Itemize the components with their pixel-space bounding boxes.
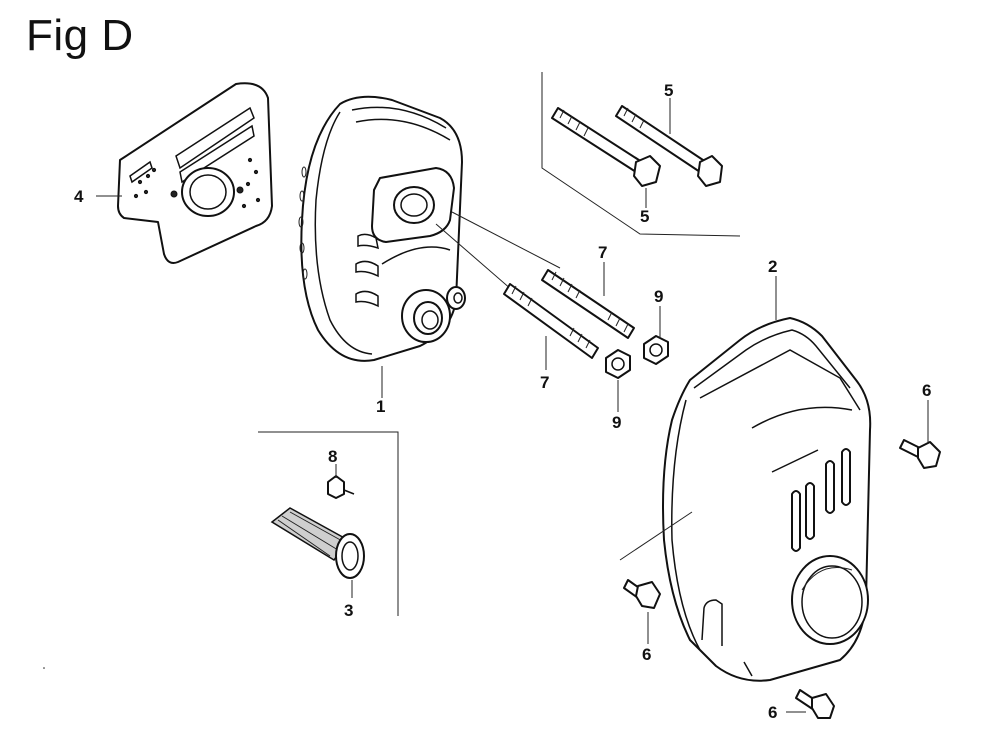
flange-bolt-top-b[interactable] [615,105,723,187]
flange-bolt-bottom[interactable] [795,689,835,719]
tapping-screw[interactable] [327,475,355,499]
figure-title: Fig D [26,11,134,60]
callout-3: 3 [344,601,353,620]
callout-2: 2 [768,257,777,276]
heat-shield-plate[interactable] [117,82,273,264]
flange-nut-lower[interactable] [605,349,631,379]
callout-6-c: 6 [768,703,777,722]
stud-bolt-lower[interactable] [503,283,599,359]
callout-7-a: 7 [598,243,607,262]
flange-bolt-right[interactable] [899,439,941,469]
flange-bolt-top-a[interactable] [551,107,661,187]
callout-6-b: 6 [642,645,651,664]
flange-nut-upper[interactable] [643,335,669,365]
spark-arrester[interactable] [270,507,365,579]
muffler[interactable] [298,95,466,362]
callout-9-a: 9 [654,287,663,306]
flange-bolt-left[interactable] [623,579,661,609]
callout-7-b: 7 [540,373,549,392]
callout-8: 8 [328,447,337,466]
callout-9-b: 9 [612,413,621,432]
callout-6-a: 6 [922,381,931,400]
callout-1: 1 [376,397,385,416]
stray-dot [43,667,45,669]
stud-bolt-upper[interactable] [541,269,635,339]
callout-4: 4 [74,187,84,206]
muffler-protector[interactable] [662,317,872,682]
callout-5-b: 5 [640,207,649,226]
callout-5-a: 5 [664,81,673,100]
